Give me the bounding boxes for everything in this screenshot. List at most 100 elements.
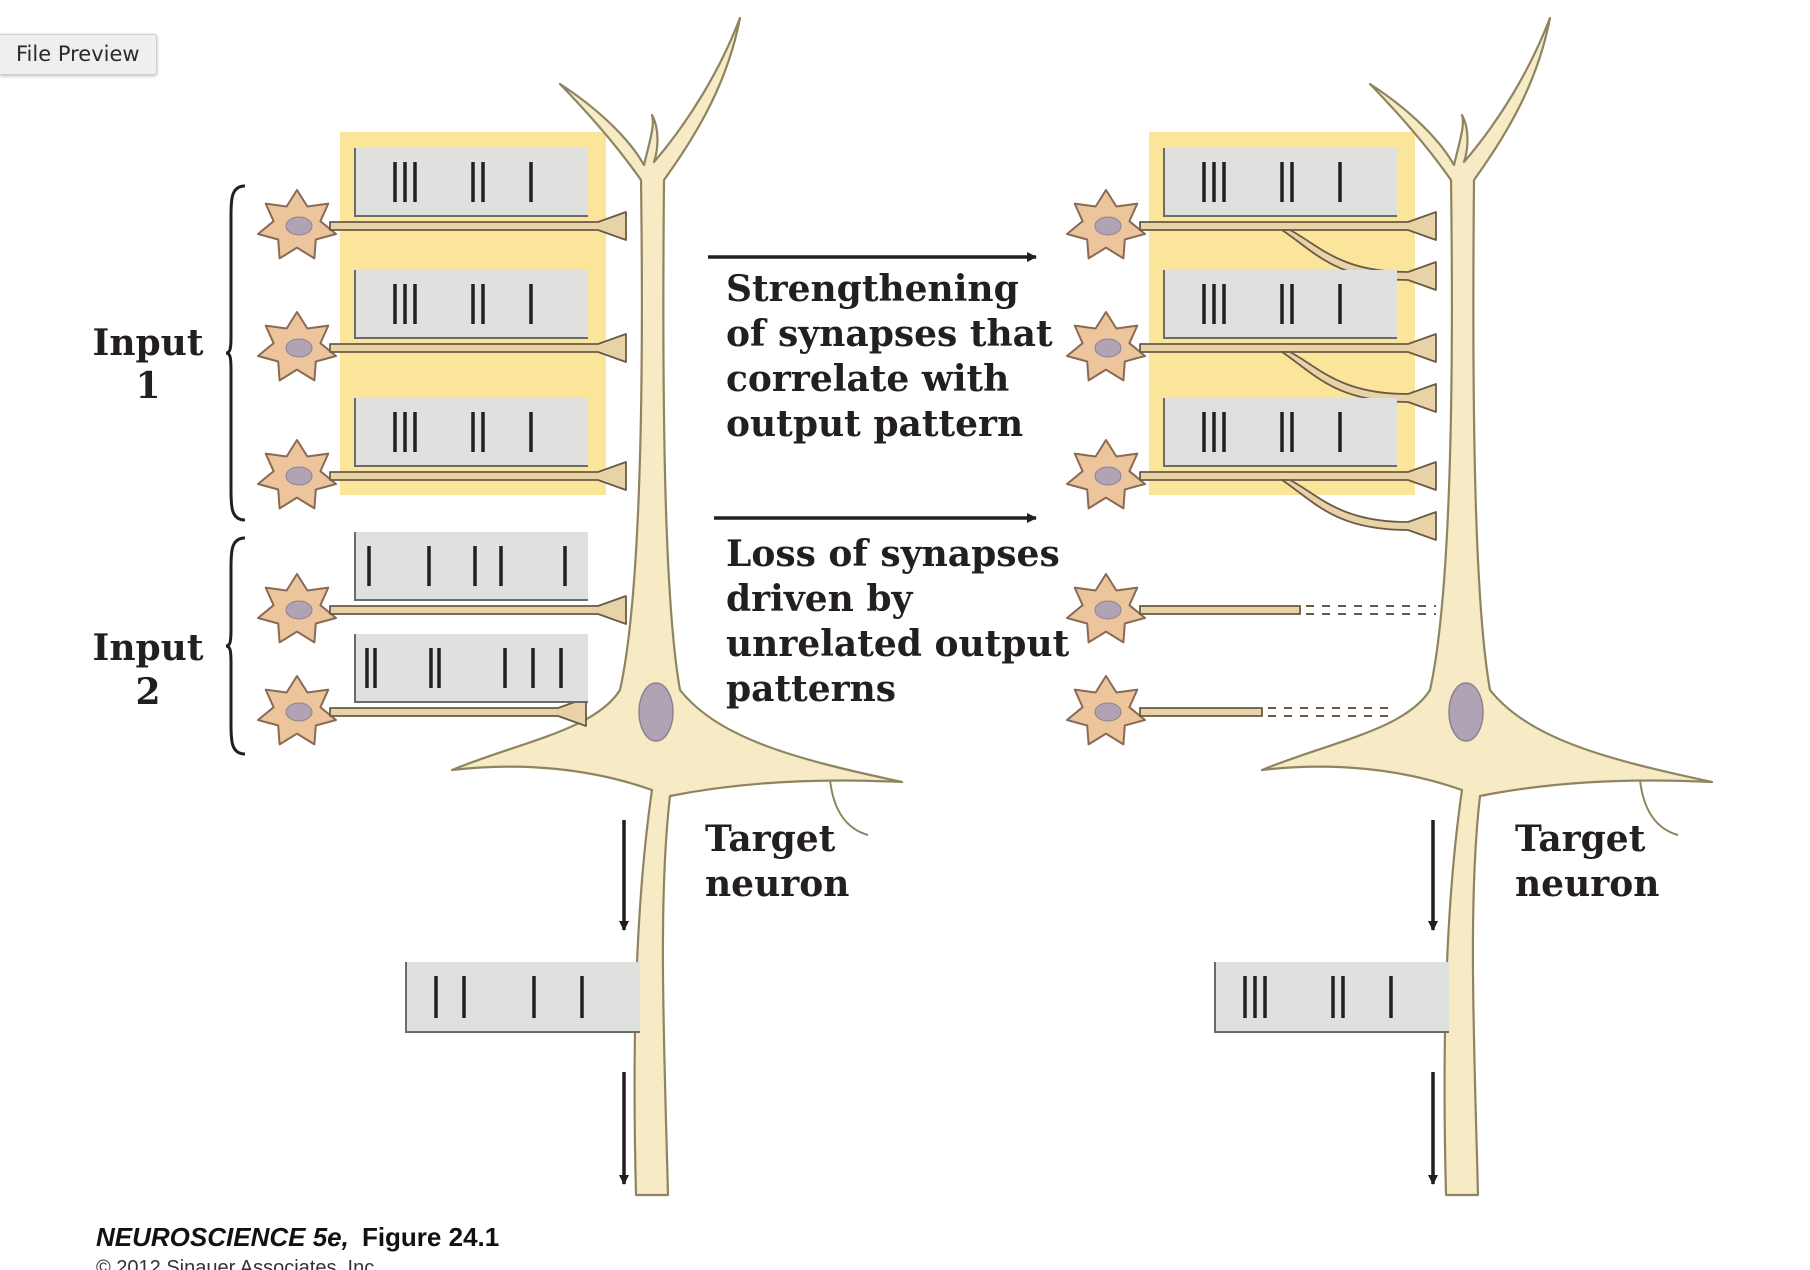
input1-record-right-2 <box>1163 270 1397 339</box>
strengthening-line3: correlate with <box>726 358 1009 400</box>
input1-record-right-1 <box>1163 148 1397 217</box>
target-neuron-body <box>450 16 904 1197</box>
target-neuron-left <box>450 16 904 1197</box>
input-cell-nucleus <box>1094 216 1122 236</box>
axon-branch-new-terminal <box>1281 479 1437 541</box>
retracting-axon <box>1139 707 1263 717</box>
input1-axon-right-3 <box>1139 461 1437 541</box>
input1-axon-left-2 <box>329 333 627 363</box>
loss-line1: Loss of synapses <box>726 533 1060 575</box>
input-cell-nucleus <box>1094 702 1122 722</box>
input-2-brace <box>225 536 246 756</box>
target-neuron-nucleus <box>638 682 674 742</box>
spike-record-axis <box>354 532 588 601</box>
target-neuron-label-right: Target neuron <box>1515 818 1659 905</box>
target-right-line1: Target <box>1515 818 1646 860</box>
loss-line3: unrelated output <box>726 623 1070 665</box>
input2-record-left-1 <box>354 532 588 601</box>
axon-with-terminal <box>329 333 627 363</box>
input1-axon-right-1 <box>1139 211 1437 291</box>
axon-with-terminal <box>1139 211 1437 241</box>
input-1-brace <box>225 184 246 522</box>
spike-record-box <box>355 532 588 600</box>
target-neuron-right <box>1260 16 1714 1197</box>
credit-book: NEUROSCIENCE 5e, <box>96 1222 349 1252</box>
spike-record-axis <box>354 634 588 703</box>
axon-with-terminal <box>329 461 627 491</box>
input2-cell-left-2 <box>257 675 337 746</box>
input1-cell-left-1 <box>257 189 337 260</box>
input2-record-left-2 <box>354 634 588 703</box>
spike-record-axis <box>1163 270 1397 339</box>
input1-axon-left-3 <box>329 461 627 491</box>
target-right-line2: neuron <box>1515 863 1659 905</box>
input2-cell-left-1 <box>257 573 337 644</box>
target-neuron-nucleus <box>1448 682 1484 742</box>
spike-record-axis <box>1163 398 1397 467</box>
input1-cell-right-3 <box>1066 439 1146 510</box>
strengthening-line2: of synapses that <box>726 313 1053 355</box>
target-left-line1: Target <box>705 818 836 860</box>
axon-with-terminal <box>329 595 627 625</box>
dendrite-branch <box>829 779 869 836</box>
loss-line4: patterns <box>726 668 896 710</box>
spike-record-axis <box>354 398 588 467</box>
input2-axon-left-1 <box>329 595 627 625</box>
loss-line2: driven by <box>726 578 914 620</box>
input-cell-nucleus <box>1094 466 1122 486</box>
axon-with-terminal <box>1139 333 1437 363</box>
file-preview-tab[interactable]: File Preview <box>0 34 157 75</box>
input1-record-left-3 <box>354 398 588 467</box>
input1-axon-left-1 <box>329 211 627 241</box>
spike-record-axis <box>1163 148 1397 217</box>
credit-figure-number: Figure 24.1 <box>362 1222 499 1252</box>
input-cell-nucleus <box>285 600 313 620</box>
input1-cell-right-1 <box>1066 189 1146 260</box>
input1-record-left-2 <box>354 270 588 339</box>
spike-record-axis <box>354 148 588 217</box>
axon-with-terminal <box>329 697 587 727</box>
target-left-line2: neuron <box>705 863 849 905</box>
input-cell-nucleus <box>1094 338 1122 358</box>
spike-record-axis <box>354 270 588 339</box>
input-2-label: Input 2 <box>93 627 204 713</box>
input2-axon-left-2 <box>329 697 587 727</box>
input1-record-right-3 <box>1163 398 1397 467</box>
axon-branch-new-terminal <box>1281 229 1437 291</box>
input-1-label: Input 1 <box>93 322 204 407</box>
input-2-label-line1: Input <box>93 627 204 669</box>
input2-cell-right-1 <box>1066 573 1146 644</box>
credit-copyright: © 2012 Sinauer Associates, Inc. <box>96 1257 380 1270</box>
input-cell-nucleus <box>285 466 313 486</box>
input-cell-nucleus <box>1094 600 1122 620</box>
dendrite-branch <box>1639 779 1679 836</box>
input-2-label-line2: 2 <box>135 671 160 713</box>
figure-credit: NEUROSCIENCE 5e, Figure 24.1 © 2012 Sina… <box>96 1222 499 1270</box>
input-cell-nucleus <box>285 702 313 722</box>
spike-record-box <box>355 634 588 702</box>
credit-title: NEUROSCIENCE 5e, Figure 24.1 <box>96 1222 499 1252</box>
axon-with-terminal <box>329 211 627 241</box>
strengthening-line1: Strengthening <box>726 268 1019 310</box>
spike-record-box <box>406 962 640 1032</box>
output-record-left <box>405 962 640 1033</box>
output-record-right <box>1214 962 1449 1033</box>
input1-record-left-1 <box>354 148 588 217</box>
spike-record-axis <box>405 962 640 1033</box>
spike-record-axis <box>1214 962 1449 1033</box>
input2-axon-right-1 <box>1139 605 1436 615</box>
strengthening-label: Strengthening of synapses that correlate… <box>726 268 1053 445</box>
figure-art <box>225 16 1714 1197</box>
axon-branch-new-terminal <box>1281 351 1437 413</box>
axon-with-terminal <box>1139 461 1437 491</box>
input1-axon-right-2 <box>1139 333 1437 413</box>
retracting-axon <box>1139 605 1301 615</box>
input1-cell-right-2 <box>1066 311 1146 382</box>
input2-cell-right-2 <box>1066 675 1146 746</box>
input-1-label-line2: 1 <box>135 365 160 407</box>
input1-cell-left-2 <box>257 311 337 382</box>
target-neuron-body <box>1260 16 1714 1197</box>
input1-cell-left-3 <box>257 439 337 510</box>
input-1-label-line1: Input <box>93 322 204 364</box>
